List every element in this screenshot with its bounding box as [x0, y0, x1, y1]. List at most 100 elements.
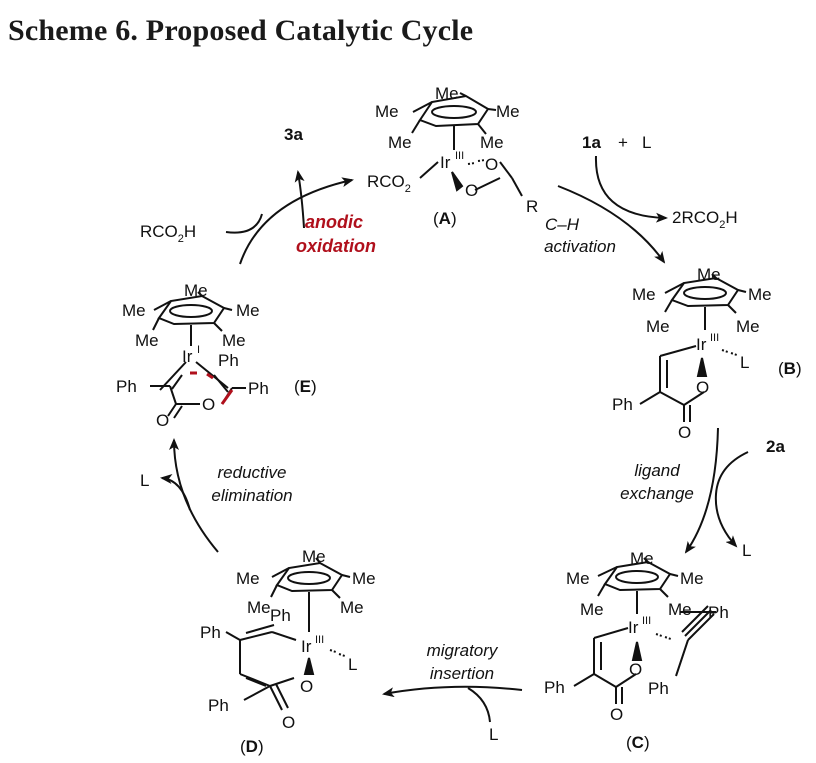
r-label: R: [526, 197, 538, 216]
compound-B: Me Me Me Me Me Ir III L O Ph O (B): [612, 265, 802, 442]
rco2-label: RCO2: [367, 172, 411, 195]
step-ch-activation-line2: activation: [544, 237, 616, 256]
l-label: L: [642, 133, 651, 152]
me-label: Me: [646, 317, 670, 336]
step-reductive-elimination-line2: elimination: [211, 486, 292, 505]
ph-label: Ph: [200, 623, 221, 642]
step-ligand-exchange-line2: exchange: [620, 484, 694, 503]
arrow-B-to-C: [684, 427, 719, 554]
arrow-L-in: [467, 687, 491, 723]
ph-label: Ph: [248, 379, 269, 398]
o-label: O: [300, 677, 313, 696]
scheme-title: Scheme 6. Proposed Catalytic Cycle: [8, 14, 474, 47]
compound-B-label: (B): [778, 359, 802, 378]
me-label: Me: [496, 102, 520, 121]
step-migratory-insertion-line2: insertion: [430, 664, 494, 683]
arrow-A-to-B: [557, 185, 666, 264]
o-label: O: [485, 155, 498, 174]
o-label: O: [465, 181, 478, 200]
me-label: Me: [480, 133, 504, 152]
me-label: Me: [135, 331, 159, 350]
arrow-L-out: [160, 474, 191, 511]
compound-C-label: (C): [626, 733, 650, 752]
highlight-bonds: [190, 371, 234, 405]
compound-A: Me Me Me Me Me Ir III O O R RCO2 (A): [367, 84, 538, 228]
ph-label: Ph: [648, 679, 669, 698]
me-label: Me: [340, 598, 364, 617]
ir-label: Ir: [696, 335, 707, 354]
me-label: Me: [222, 331, 246, 350]
cp-star-ring: [411, 92, 523, 197]
me-label: Me: [680, 569, 704, 588]
oxidation-state-label: III: [455, 150, 464, 162]
me-label: Me: [122, 301, 146, 320]
me-label: Me: [435, 84, 459, 103]
ph-label: Ph: [544, 678, 565, 697]
compound-A-label: (A): [433, 209, 457, 228]
step-reductive-elimination-line1: reductive: [218, 463, 287, 482]
oxidation-state-label: I: [197, 344, 200, 356]
compound-E: Me Me Me Me Me Ir I Ph Ph Ph O O (E): [116, 281, 317, 430]
me-label: Me: [736, 317, 760, 336]
me-label: Me: [184, 281, 208, 300]
ph-label: Ph: [116, 377, 137, 396]
me-label: Me: [630, 549, 654, 568]
oxidation-state-label: III: [710, 332, 719, 344]
step-migratory-insertion-line1: migratory: [427, 641, 499, 660]
me-label: Me: [566, 569, 590, 588]
me-label: Me: [388, 133, 412, 152]
ph-label: Ph: [270, 606, 291, 625]
o-label: O: [282, 713, 295, 732]
ph-label: Ph: [218, 351, 239, 370]
me-label: Me: [352, 569, 376, 588]
me-label: Me: [375, 102, 399, 121]
reagent-RCO2H: RCO2H: [140, 222, 196, 245]
step-ligand-exchange-line1: ligand: [634, 461, 680, 480]
me-label: Me: [632, 285, 656, 304]
compound-E-label: (E): [294, 377, 317, 396]
me-label: Me: [697, 265, 721, 284]
o-label: O: [678, 423, 691, 442]
arrow-1a-in: [594, 155, 668, 223]
l-label: L: [740, 353, 749, 372]
ir-label: Ir: [440, 153, 451, 172]
reagent-2a: 2a: [766, 437, 785, 456]
o-label: O: [696, 378, 709, 397]
me-label: Me: [247, 598, 271, 617]
arrow-C-to-D: [382, 685, 523, 698]
step-labels: C–H activation ligand exchange migratory…: [211, 212, 694, 683]
reagent-labels: 1a + L 2RCO2H 2a L L L RCO2H 3a: [140, 125, 785, 744]
oxidation-state-label: III: [315, 634, 324, 646]
arrow-2a-in: [714, 451, 749, 548]
arrow-RCO2H-in: [225, 213, 263, 234]
ph-label: Ph: [612, 395, 633, 414]
me-label: Me: [302, 547, 326, 566]
oxidation-state-label: III: [642, 615, 651, 627]
arrow-3a-out: [294, 170, 305, 229]
reagent-1a: 1a: [582, 133, 601, 152]
step-anodic-oxidation-line1: anodic: [305, 212, 363, 232]
ir-label: Ir: [628, 618, 639, 637]
reagent-2RCO2H: 2RCO2H: [672, 208, 738, 231]
product-3a: 3a: [284, 125, 303, 144]
step-ch-activation-line1: C–H: [545, 215, 580, 234]
l-label: L: [140, 471, 149, 490]
ir-label: Ir: [182, 347, 193, 366]
l-label: L: [489, 725, 498, 744]
me-label: Me: [236, 569, 260, 588]
me-label: Me: [748, 285, 772, 304]
ir-label: Ir: [301, 637, 312, 656]
cycle-arrows: [160, 155, 749, 723]
me-label: Me: [236, 301, 260, 320]
me-label: Me: [668, 600, 692, 619]
compound-D: Me Me Me Me Me Ph Ir III L Ph O Ph O (D): [200, 547, 376, 756]
o-label: O: [610, 705, 623, 724]
o-label: O: [156, 411, 169, 430]
ph-label: Ph: [208, 696, 229, 715]
compound-D-label: (D): [240, 737, 264, 756]
step-anodic-oxidation-line2: oxidation: [296, 236, 376, 256]
o-label: O: [202, 395, 215, 414]
l-label: L: [742, 541, 751, 560]
me-label: Me: [580, 600, 604, 619]
